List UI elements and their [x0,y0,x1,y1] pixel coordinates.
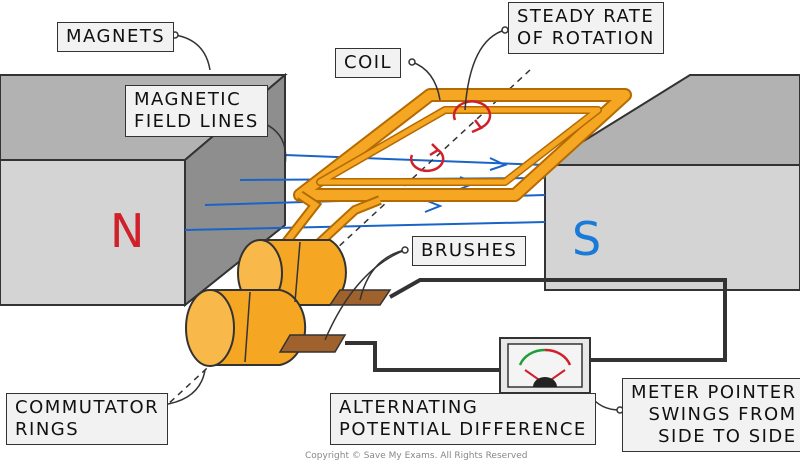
copyright-notice: Copyright © Save My Exams. All Rights Re… [305,451,528,461]
label-brushes: BRUSHES [412,236,527,266]
label-steady-rate: STEADY RATE OF ROTATION [508,2,664,54]
voltmeter [499,337,591,394]
circuit-wires [345,278,727,372]
label-coil: COIL [335,48,402,78]
north-pole-label: N [110,204,145,258]
label-field-lines: MAGNETIC FIELD LINES [125,85,268,137]
label-magnets: MAGNETS [57,22,175,52]
label-meter-pointer: METER POINTER SWINGS FROM SIDE TO SIDE [622,378,800,452]
commutator-rings [185,239,347,367]
south-magnet [541,74,800,291]
coil [276,88,632,274]
rotation-arrows [409,100,492,173]
south-pole-label: S [572,212,602,266]
label-potential-difference: ALTERNATING POTENTIAL DIFFERENCE [330,393,596,445]
label-commutator: COMMUTATOR RINGS [6,393,169,445]
